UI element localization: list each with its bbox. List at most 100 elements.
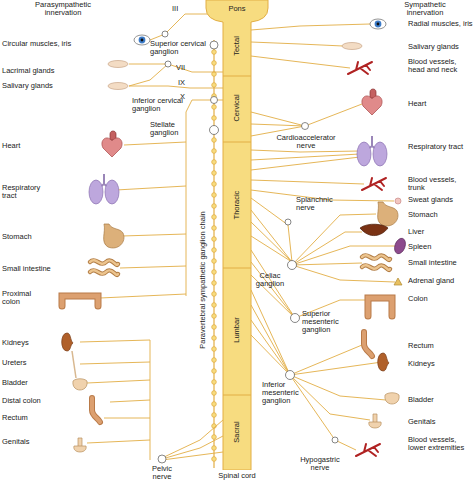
chain-ganglion <box>212 61 217 66</box>
chain-ganglion <box>212 358 217 363</box>
nerve-fiber <box>251 290 290 375</box>
nerve-fiber <box>162 452 223 460</box>
text-label: Adrenal gland <box>408 277 474 285</box>
chain-ganglion <box>212 435 217 440</box>
text-label: Distal colon <box>2 397 52 405</box>
nerve-fiber <box>292 232 362 265</box>
ganglion <box>291 314 300 323</box>
organ-illustration <box>370 19 386 29</box>
nerve-fiber <box>251 222 292 262</box>
nerve-fiber <box>290 345 362 375</box>
nerve-fiber <box>251 56 350 68</box>
text-label: Stomach <box>2 233 52 241</box>
nerve-fiber <box>129 64 223 72</box>
chain-ganglion <box>212 215 217 220</box>
chain-ganglion <box>212 314 217 319</box>
nerve-fiber <box>104 418 150 419</box>
text-label: Bladder <box>408 396 474 404</box>
text-label: Liver <box>408 228 474 236</box>
text-label: Circular muscles, iris <box>2 40 72 48</box>
chain-ganglion <box>212 325 217 330</box>
chain-ganglion <box>212 160 217 165</box>
nerve-fiber <box>251 320 290 375</box>
text-label: Spleen <box>408 243 474 251</box>
text-label: Rectum <box>2 414 52 422</box>
organ-illustration <box>108 83 128 90</box>
region-label: Spinal cord <box>202 471 272 481</box>
text-label: Cardioaccelerator nerve <box>270 134 342 150</box>
text-label: Salivary glands <box>408 43 474 51</box>
nerve-fiber <box>122 234 186 236</box>
text-label: IX <box>178 79 192 87</box>
ganglion <box>288 261 297 270</box>
organ-illustration <box>74 438 86 452</box>
nerve-fiber <box>116 186 186 190</box>
organ-illustration <box>102 131 122 157</box>
organ-illustration <box>393 237 408 255</box>
chain-ganglion <box>212 457 217 462</box>
chain-ganglion <box>212 138 217 143</box>
organ-illustration <box>378 353 389 371</box>
text-label: Respiratory tract <box>2 184 57 200</box>
nerve-fiber <box>251 236 292 262</box>
nerve-fiber <box>120 266 186 268</box>
nerve-fiber <box>124 142 186 145</box>
chain-ganglion <box>212 369 217 374</box>
organ-illustration <box>395 198 401 204</box>
chain-ganglion <box>212 248 217 253</box>
text-label: Blood vessels, trunk <box>408 176 474 192</box>
chain-ganglion <box>212 116 217 121</box>
ganglion <box>302 123 309 130</box>
text-label: Radial muscles, iris <box>408 20 474 28</box>
text-label: VII <box>176 64 192 72</box>
nerve-fiber <box>251 250 295 318</box>
organ-illustration <box>108 61 128 68</box>
organ-illustration <box>360 224 388 235</box>
text-label: Superior cervical ganglion <box>150 40 208 56</box>
text-label: Stomach <box>408 211 474 219</box>
text-label: Proximal colon <box>2 290 47 306</box>
text-label: Inferior cervical ganglion <box>132 97 184 113</box>
chain-ganglion <box>212 336 217 341</box>
organ-illustration <box>92 398 100 422</box>
organ-illustration <box>394 278 402 285</box>
text-label: Kidneys <box>2 339 52 347</box>
nerve-fiber <box>129 64 168 86</box>
ganglion <box>332 437 338 443</box>
nerve-fiber <box>251 198 292 262</box>
text-label: Paravertebral sympathetic ganglion chain <box>199 180 207 380</box>
text-label: Pelvic nerve <box>147 465 177 481</box>
region-label: Sacral <box>232 397 242 467</box>
chain-ganglion <box>212 402 217 407</box>
text-label: Kidneys <box>408 360 474 368</box>
text-label: Genitals <box>2 438 52 446</box>
chain-ganglion <box>212 237 217 242</box>
text-label: Sweat glands <box>408 196 474 204</box>
text-label: III <box>172 5 188 13</box>
nerve-fiber <box>251 150 360 152</box>
chain-ganglion <box>212 193 217 198</box>
text-label: Splanchnic nerve <box>296 196 346 212</box>
organ-illustration <box>369 414 381 428</box>
nerve-fiber <box>251 42 343 46</box>
ganglion <box>285 219 291 225</box>
nerve-fiber <box>251 262 295 318</box>
cord-outline <box>205 0 269 470</box>
nerve-fiber <box>251 210 292 262</box>
chain-ganglion <box>212 105 217 110</box>
nerve-fiber <box>251 24 370 30</box>
text-label: Hypogastric nerve <box>294 456 346 472</box>
text-label: Inferior mesenteric ganglion <box>262 381 320 405</box>
text-label: Small intestine <box>2 265 72 273</box>
organ-illustration <box>89 174 119 204</box>
nerve-fiber <box>290 375 356 450</box>
text-label: Rectum <box>408 342 474 350</box>
organ-illustration <box>357 136 387 166</box>
text-label: Lacrimal glands <box>2 67 72 75</box>
nerve-fiber <box>129 86 223 88</box>
ganglion <box>158 455 166 463</box>
organ-illustration <box>134 35 150 45</box>
text-label: Colon <box>408 295 474 303</box>
chain-ganglion <box>212 446 217 451</box>
organ-illustration <box>368 298 392 316</box>
